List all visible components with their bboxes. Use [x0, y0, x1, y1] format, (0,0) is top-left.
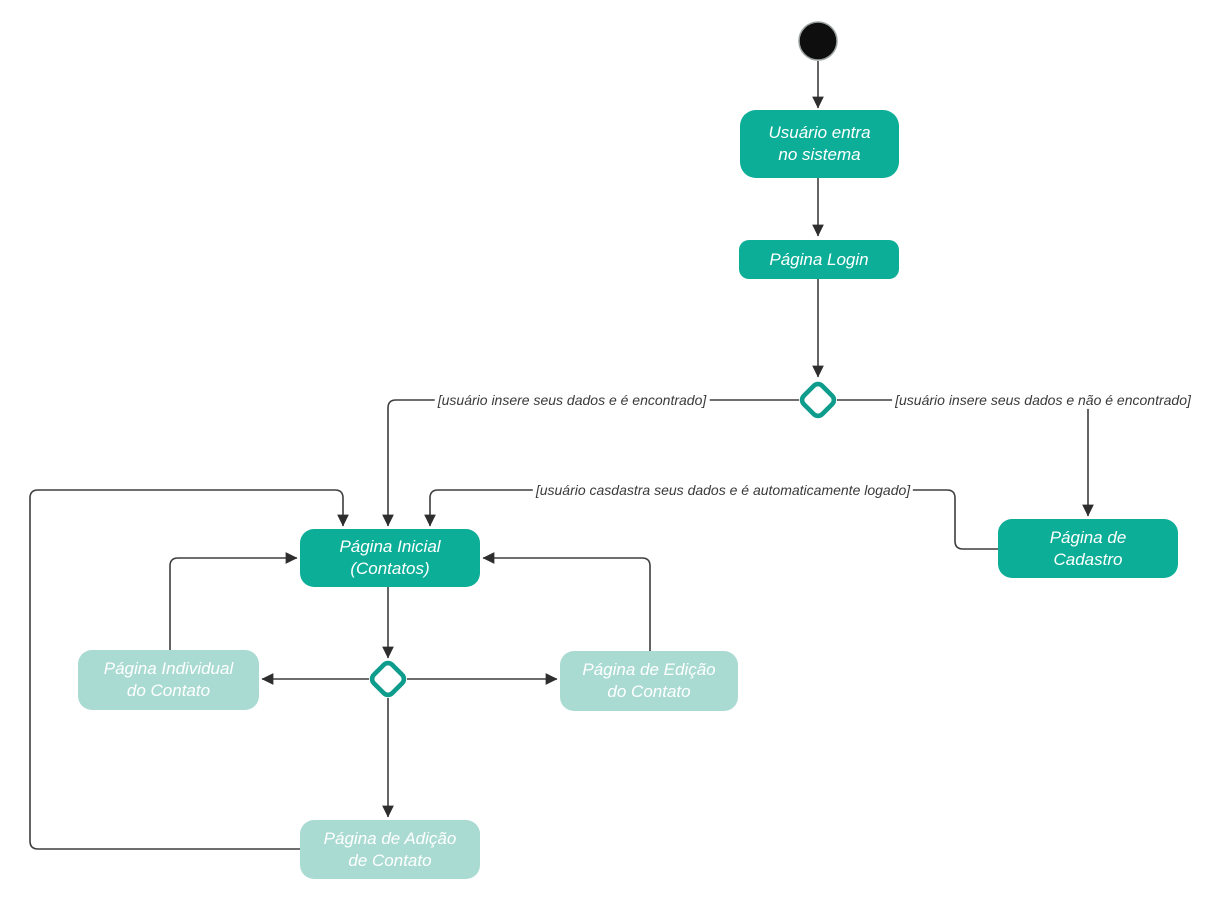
edge-cadastro-to-inicial — [424, 489, 998, 550]
edge-adicao-to-inicial-loop — [29, 489, 349, 850]
node-usuario-entra: Usuário entra no sistema — [740, 110, 899, 178]
edge-edicao-to-inicial — [482, 552, 651, 651]
node-pagina-inicial: Página Inicial (Contatos) — [300, 529, 480, 587]
node-pagina-edicao: Página de Edição do Contato — [560, 651, 738, 711]
node-pagina-individual: Página Individual do Contato — [78, 650, 259, 710]
initial-state-node — [798, 21, 838, 61]
node-pagina-cadastro: Página de Cadastro — [998, 519, 1178, 578]
node-pagina-login: Página Login — [739, 240, 899, 279]
edge-label-cadastra: [usuário casdastra seus dados e é automa… — [532, 480, 914, 500]
edge-label-encontrado: [usuário insere seus dados e é encontrad… — [434, 390, 710, 410]
node-pagina-adicao: Página de Adição de Contato — [300, 820, 480, 879]
edge-individual-to-inicial — [169, 552, 298, 650]
edge-label-nao-encontrado: [usuário insere seus dados e não é encon… — [892, 390, 1194, 410]
decision-node-login — [799, 381, 837, 419]
edge-decision-to-inicial — [382, 399, 799, 527]
decision-node-contacts — [369, 660, 407, 698]
